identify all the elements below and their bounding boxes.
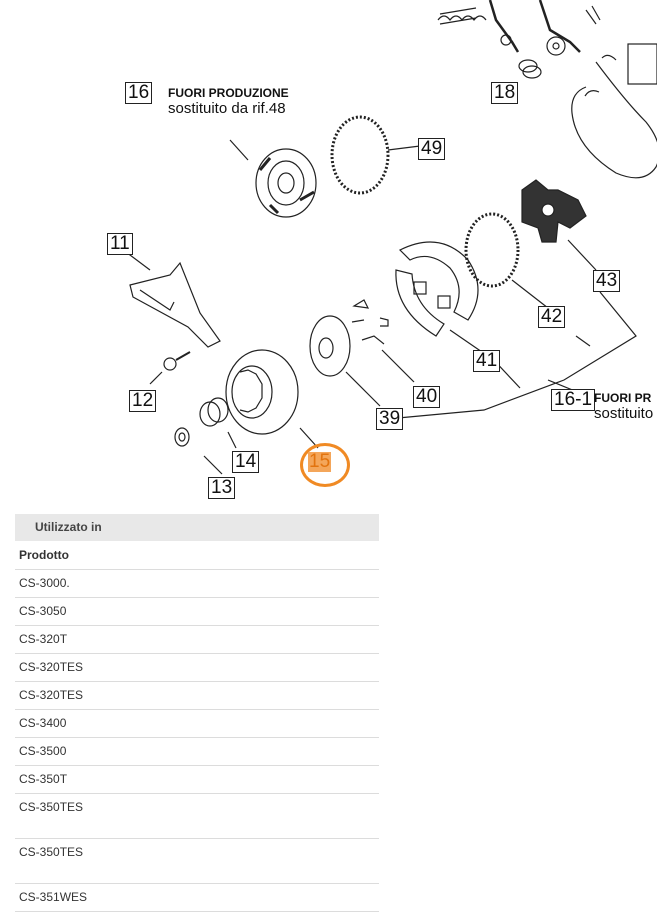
callout-11[interactable]: 11 bbox=[107, 233, 133, 255]
note-16-title: FUORI PRODUZIONE bbox=[168, 86, 289, 100]
table-row[interactable]: CS-3400 bbox=[15, 710, 379, 738]
callout-16[interactable]: 16 bbox=[125, 82, 153, 104]
note-16-subtitle: sostituito da rif.48 bbox=[168, 100, 286, 117]
callout-14[interactable]: 14 bbox=[232, 451, 260, 473]
highlight-circle bbox=[300, 443, 350, 487]
callout-15-highlighted[interactable]: 15 bbox=[308, 451, 332, 472]
table-row[interactable]: CS-3050 bbox=[15, 598, 379, 626]
callout-18[interactable]: 18 bbox=[491, 82, 519, 104]
callout-16-1[interactable]: 16-1 bbox=[551, 389, 596, 411]
callout-39[interactable]: 39 bbox=[376, 408, 404, 430]
note-16-1-title: FUORI PR bbox=[594, 391, 652, 405]
table-row[interactable]: CS-320TES bbox=[15, 654, 379, 682]
table-row[interactable]: CS-320T bbox=[15, 626, 379, 654]
table-row[interactable]: CS-350TES bbox=[15, 839, 379, 884]
diagram-drawing bbox=[125, 0, 657, 475]
product-column-header: Prodotto bbox=[15, 541, 379, 570]
parts-diagram: 16 49 18 11 43 42 41 40 39 12 14 13 16-1… bbox=[107, 0, 657, 499]
callout-12[interactable]: 12 bbox=[129, 390, 157, 412]
callout-13[interactable]: 13 bbox=[208, 477, 236, 499]
table-row[interactable]: CS-3000. bbox=[15, 570, 379, 598]
callout-40[interactable]: 40 bbox=[413, 386, 441, 408]
table-row[interactable]: CS-3500 bbox=[15, 738, 379, 766]
table-row[interactable]: CS-351WES bbox=[15, 884, 379, 912]
table-row[interactable]: CS-350T bbox=[15, 766, 379, 794]
used-in-header: Utilizzato in bbox=[15, 514, 379, 541]
callout-43[interactable]: 43 bbox=[593, 270, 621, 292]
note-16: FUORI PRODUZIONE sostituito da rif.48 bbox=[168, 86, 289, 117]
callout-49[interactable]: 49 bbox=[418, 138, 446, 160]
used-in-table: Utilizzato in Prodotto CS-3000. CS-3050 … bbox=[15, 514, 379, 912]
table-row[interactable]: CS-320TES bbox=[15, 682, 379, 710]
note-16-1: FUORI PR sostituito bbox=[594, 391, 653, 422]
callout-42[interactable]: 42 bbox=[538, 306, 566, 328]
note-16-1-subtitle: sostituito bbox=[594, 405, 654, 422]
table-row[interactable]: CS-350TES bbox=[15, 794, 379, 839]
callout-41[interactable]: 41 bbox=[473, 350, 501, 372]
